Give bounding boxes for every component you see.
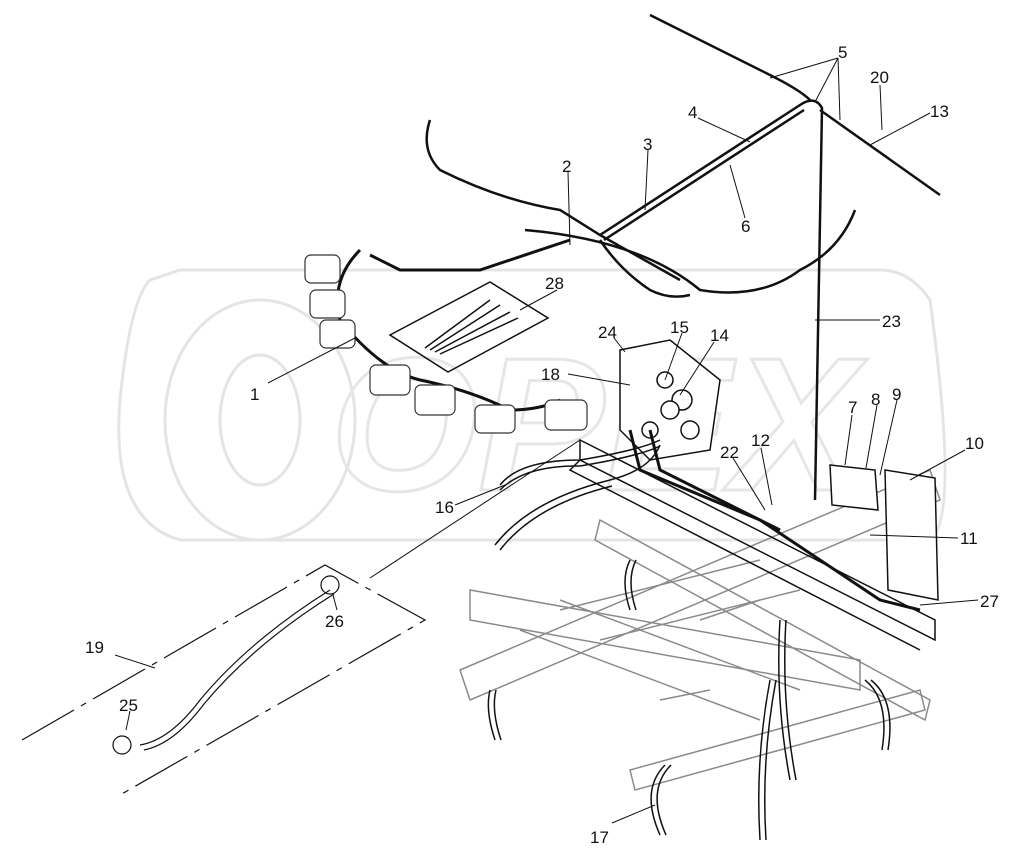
callout-7: 7 [848,398,857,417]
callout-6: 6 [741,217,750,236]
callout-27: 27 [980,592,999,611]
callout-25: 25 [119,696,138,715]
modules [829,464,939,601]
connector-inset [388,281,550,373]
frame-hoses [487,559,891,841]
callout-14: 14 [710,326,729,345]
callout-26: 26 [325,612,344,631]
light-units [304,254,588,434]
callout-16: 16 [435,498,454,517]
callout-23: 23 [882,312,901,331]
callout-9: 9 [892,385,901,404]
chassis-frame [459,468,941,791]
callout-13: 13 [930,102,949,121]
callout-20: 20 [870,68,889,87]
callout-1: 1 [250,385,259,404]
callout-8: 8 [871,390,880,409]
callout-4: 4 [688,103,697,122]
callout-5: 5 [838,43,847,62]
roof-harness [425,13,941,501]
detail-inset [21,564,427,796]
callout-11: 11 [960,529,978,548]
callout-18: 18 [541,365,560,384]
watermark [117,268,947,542]
control-panel [619,339,721,461]
callout-28: 28 [545,274,564,293]
hose-16 [494,439,661,551]
cable-tray [568,438,936,651]
callout-12: 12 [751,431,770,450]
leader-lines [114,57,979,824]
callout-15: 15 [670,318,689,337]
callout-19: 19 [85,638,104,657]
watermark-text: OPEX [330,319,868,531]
callout-22: 22 [720,443,739,462]
callout-17: 17 [590,828,609,847]
callout-24: 24 [598,323,617,342]
callout-10: 10 [965,434,984,453]
callout-2: 2 [562,157,571,176]
callout-3: 3 [643,135,652,154]
